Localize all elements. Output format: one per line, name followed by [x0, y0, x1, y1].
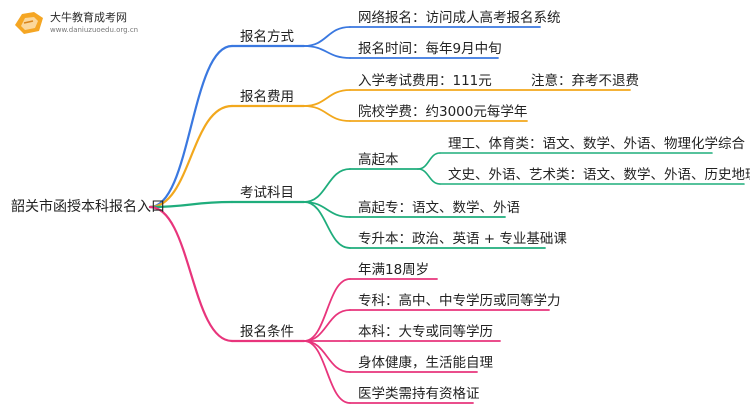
- leaf-connector-3-3: [303, 340, 351, 373]
- sub-connector-0: [417, 152, 441, 170]
- gaoqiben-sub-arts: 文史、外语、艺术类：语文、数学、外语、历史地理综合: [448, 167, 750, 183]
- gaoqiben-sub-science: 理工、体育类：语文、数学、外语、物理化学综合: [448, 136, 745, 152]
- condition-item-medical: 医学类需持有资格证: [358, 386, 480, 402]
- leaf-connector-0-1: [303, 45, 351, 59]
- leaf-connector-2-0: [303, 168, 351, 203]
- branch-label-conditions: 报名条件: [240, 324, 294, 340]
- logo-icon: [12, 9, 46, 37]
- fee-note: 注意：弃考不退费: [531, 73, 639, 89]
- branch-label-subjects: 考试科目: [240, 185, 294, 201]
- sub-connector-1: [417, 168, 441, 185]
- fee-item-tuition: 院校学费：约3000元每学年: [358, 104, 528, 120]
- condition-item-health: 身体健康，生活能自理: [358, 355, 493, 371]
- root-connector-0: [148, 44, 234, 209]
- branch-label-fee: 报名费用: [240, 89, 294, 105]
- root-node: 韶关市函授本科报名入口: [11, 199, 165, 215]
- leaf-connector-1-0: [303, 89, 351, 107]
- branch-label-method: 报名方式: [240, 29, 294, 45]
- condition-item-age: 年满18周岁: [358, 262, 430, 278]
- subjects-item-gaoqiben: 高起本: [358, 152, 399, 168]
- subjects-item-gaoqizhuan: 高起专：语文、数学、外语: [358, 200, 520, 216]
- leaf-connector-1-1: [303, 105, 351, 122]
- root-connector-3: [148, 205, 234, 343]
- method-item-time: 报名时间：每年9月中旬: [358, 41, 502, 57]
- method-item-online: 网络报名：访问成人高考报名系统: [358, 10, 561, 26]
- leaf-connector-3-4: [303, 340, 351, 404]
- fee-item-exam: 入学考试费用：111元: [358, 73, 492, 89]
- root-connector-1: [148, 104, 234, 209]
- brand-url: www.daniuzuoedu.org.cn: [50, 26, 139, 34]
- condition-item-benke: 本科：大专或同等学历: [358, 324, 493, 340]
- subjects-item-zhuanshengben: 专升本：政治、英语 + 专业基础课: [358, 231, 567, 247]
- brand-name: 大牛教育成考网: [50, 11, 127, 24]
- leaf-connector-3-1: [303, 309, 351, 342]
- leaf-connector-2-2: [303, 201, 351, 249]
- leaf-connector-0-0: [303, 26, 351, 47]
- leaf-connector-3-0: [303, 278, 351, 342]
- condition-item-zhuanke: 专科：高中、中专学历或同等学力: [358, 293, 561, 309]
- root-connector-2: [148, 200, 234, 209]
